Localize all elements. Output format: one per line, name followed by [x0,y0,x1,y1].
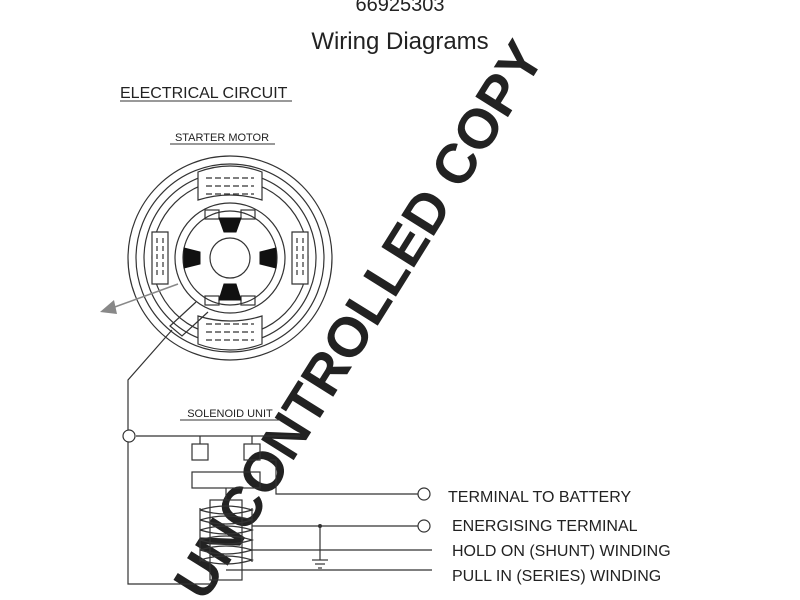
field-pole-top [197,165,263,201]
field-pole-top-inner [206,177,254,195]
label-hold-on-winding: HOLD ON (SHUNT) WINDING [452,543,671,560]
field-pole-bottom-inner [206,323,254,341]
motor-armature-ring [182,210,278,306]
battery-wire [270,459,418,495]
section-title: ELECTRICAL CIRCUIT [120,85,288,102]
motor-output-lead [169,301,209,337]
watermark: UNCONTROLLED COPY [161,30,556,600]
junction-terminal [122,429,136,443]
label-pull-in-winding: PULL IN (SERIES) WINDING [452,568,661,585]
brush-left [183,247,201,269]
field-pole-right-inner [296,238,304,278]
brush-bottom [218,283,242,301]
motor-ring-2 [135,163,325,353]
page-title: Wiring Diagrams [311,28,489,55]
brush-top [218,217,242,233]
battery-terminal [417,487,431,501]
motor-to-solenoid-wire [127,329,300,437]
energising-junction-dot [318,524,322,528]
field-pole-right [291,231,309,285]
energising-terminal [417,519,431,533]
arrow-icon [100,283,179,314]
motor-outer-ring [127,155,333,361]
motor-commutator [209,237,251,279]
left-return-wire [127,442,212,585]
field-pole-bottom [197,315,263,351]
solenoid-core [209,499,243,581]
solenoid-label: SOLENOID UNIT [187,408,273,420]
field-pole-left-inner [156,238,164,278]
label-energising-terminal: ENERGISING TERMINAL [452,518,638,535]
brushes [183,217,277,301]
motor-armature-outer [174,202,286,314]
solenoid-unit [127,436,432,585]
field-connector-2 [240,209,256,220]
label-terminal-to-battery: TERMINAL TO BATTERY [448,489,631,506]
field-pole-left [151,231,169,285]
part-number: 66925303 [355,0,445,16]
solenoid-contact-left [191,443,209,461]
brush-right [259,247,277,269]
field-connector-1 [204,209,220,220]
starter-motor [127,155,333,361]
starter-motor-label: STARTER MOTOR [175,132,269,144]
